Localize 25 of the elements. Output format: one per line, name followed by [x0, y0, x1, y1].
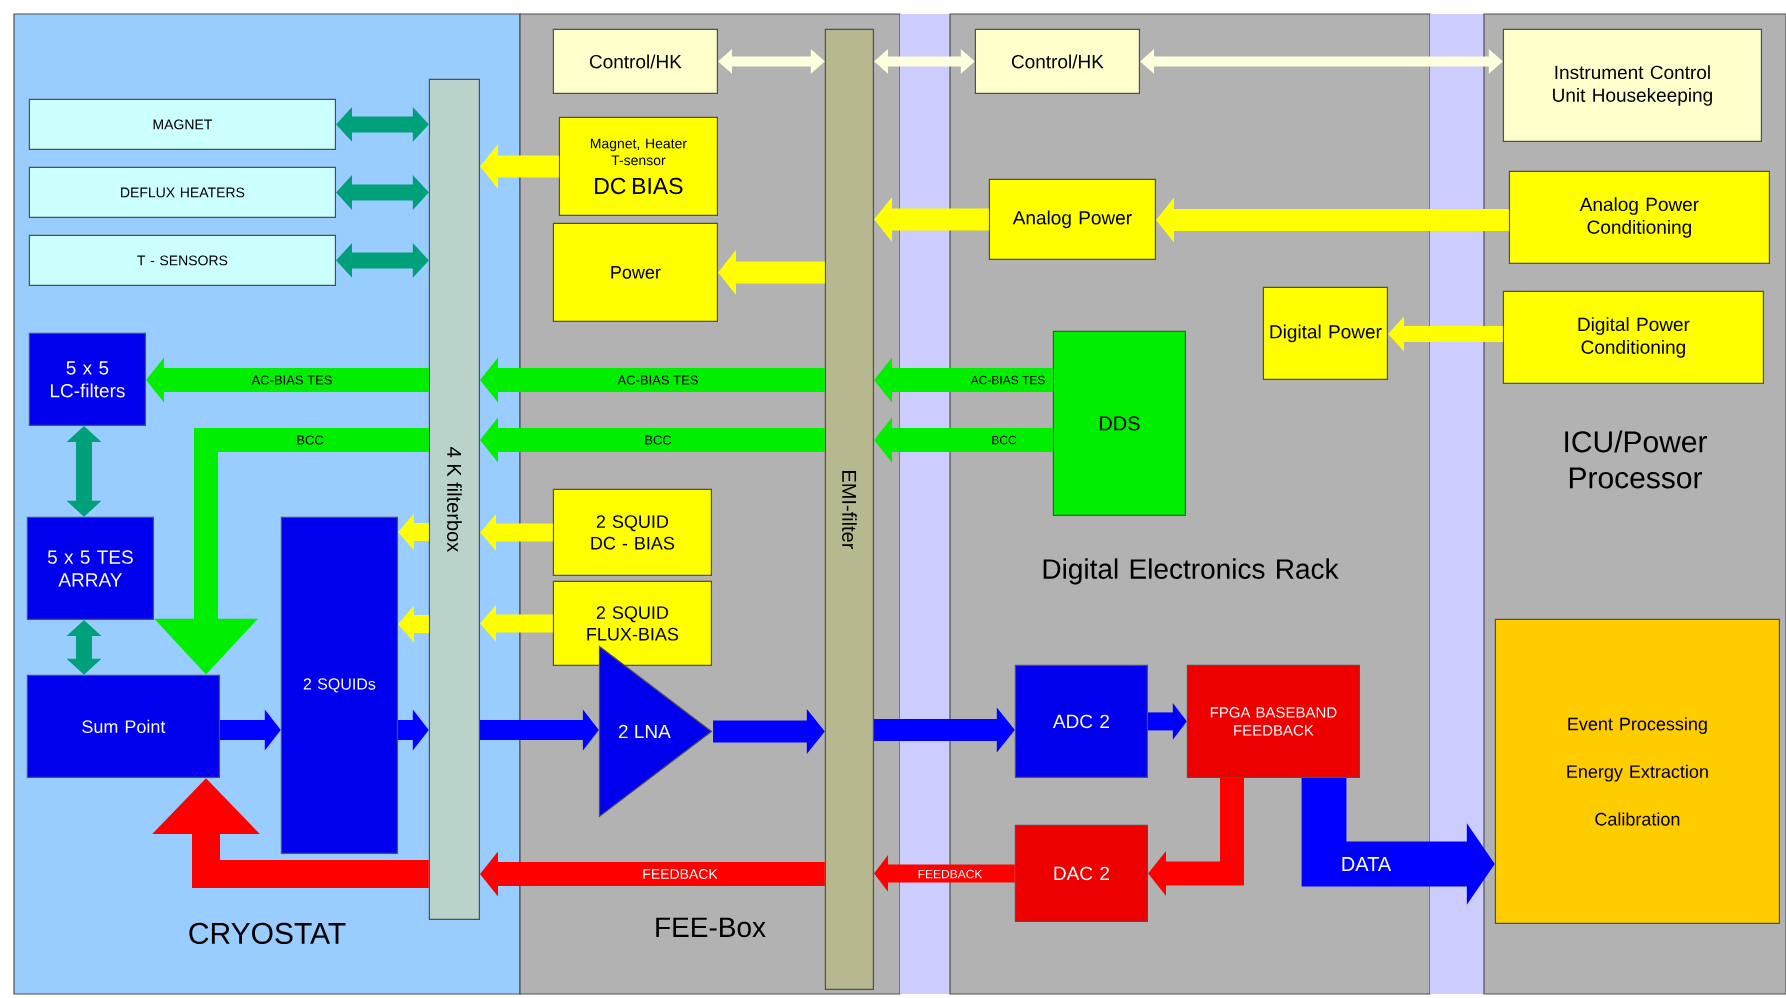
filter-bar: EMI-filter [824, 28, 874, 990]
bias-box: 2 SQUID DC - BIAS [552, 488, 712, 576]
conditioning-box: Analog Power Conditioning [1508, 170, 1770, 264]
power-box: Power [552, 222, 718, 322]
power-box: Digital Power [1262, 286, 1388, 380]
edge-label: DATA [1339, 856, 1393, 872]
arrow [66, 426, 102, 517]
sum-box: Sum Point [26, 674, 220, 778]
housekeeping-box: Instrument Control Unit Housekeeping [1502, 28, 1762, 142]
processing-box: Event Processing Energy Extraction Calibration [1494, 618, 1780, 924]
arrow [336, 174, 429, 210]
filter-bar: 4 K filterbox [428, 78, 481, 920]
arrow [66, 620, 102, 675]
array-box: 5 x 5 TES ARRAY [26, 516, 154, 620]
control-box: Control/HK [552, 28, 718, 94]
filter-box: 5 x 5 LC-filters [28, 332, 146, 426]
arrow [336, 242, 429, 278]
control-box: Control/HK [974, 28, 1140, 94]
squid-box: 2 SQUIDs [280, 516, 398, 854]
conditioning-box: Digital Power Conditioning [1502, 290, 1764, 384]
arrow [336, 106, 429, 142]
bias-box: 2 SQUID FLUX-BIAS [552, 580, 712, 666]
dds-box: DDS [1052, 330, 1186, 516]
adc-box: ADC 2 [1014, 664, 1148, 778]
dac-box: DAC 2 [1014, 824, 1148, 922]
